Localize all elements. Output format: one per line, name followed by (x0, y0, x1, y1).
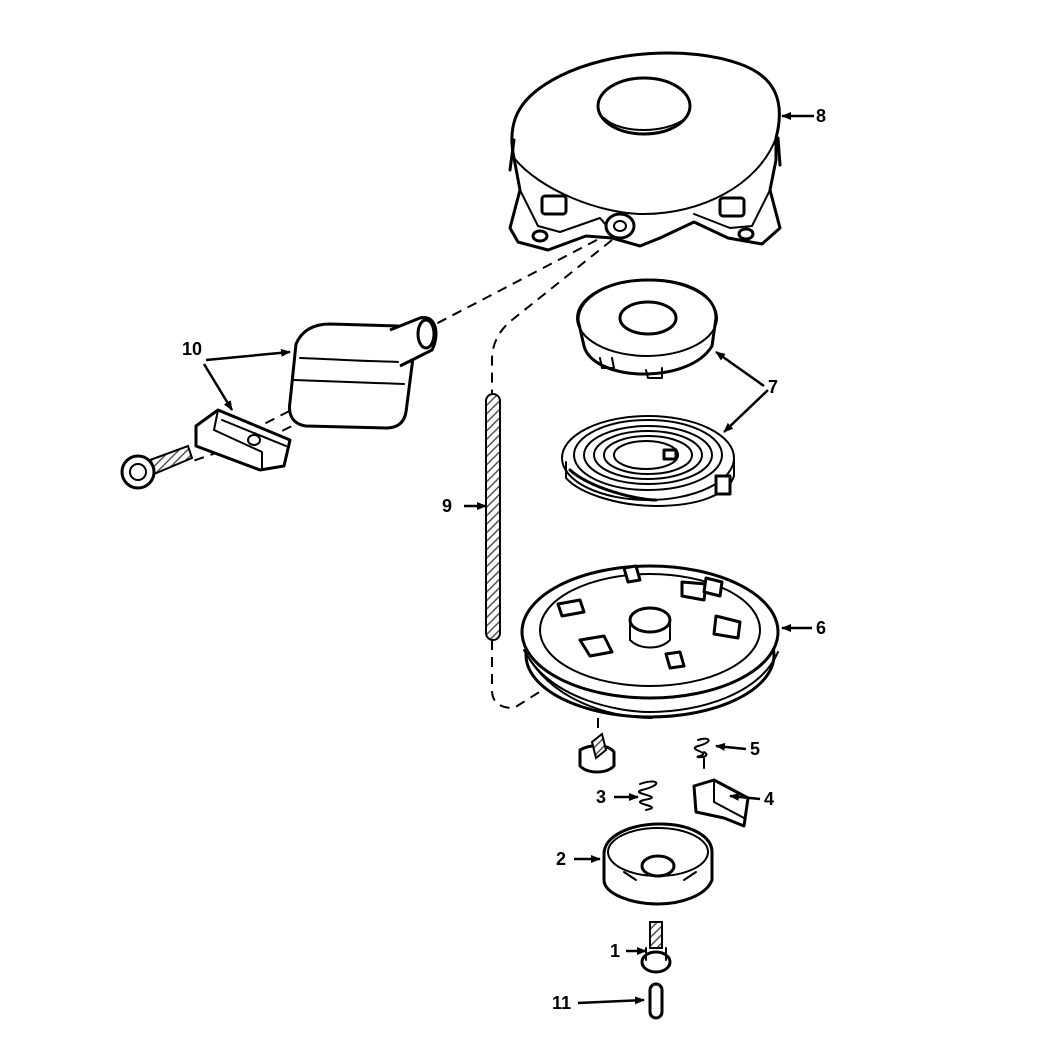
part-9-starter-rope (485, 393, 501, 641)
callout-8: 8 (816, 106, 826, 126)
callout-10: 10 (182, 339, 202, 359)
callout-3: 3 (596, 787, 606, 807)
callout-7: 7 (768, 377, 778, 397)
part-10-handle (288, 316, 438, 430)
callout-leaders (202, 112, 814, 1005)
callout-5: 5 (750, 739, 760, 759)
handle-screw (120, 444, 194, 490)
callout-6: 6 (816, 618, 826, 638)
part-7-spring-cover (576, 278, 718, 379)
callout-1: 1 (610, 941, 620, 961)
callout-11: 11 (552, 993, 571, 1013)
part-10-insert (194, 408, 292, 472)
part-6-pulley (520, 564, 780, 719)
part-5-spring (693, 737, 710, 769)
callout-4: 4 (764, 789, 774, 809)
part-7-recoil-spring (561, 415, 735, 507)
callout-9: 9 (442, 496, 452, 516)
retainer-screw (578, 732, 616, 774)
callout-2: 2 (556, 849, 566, 869)
part-1-center-screw (640, 921, 672, 974)
part-8-housing (508, 51, 782, 252)
part-4-pawl (692, 778, 750, 828)
part-2-cup (602, 822, 714, 906)
part-3-spring (638, 780, 658, 811)
part-11-pin (648, 982, 664, 1020)
